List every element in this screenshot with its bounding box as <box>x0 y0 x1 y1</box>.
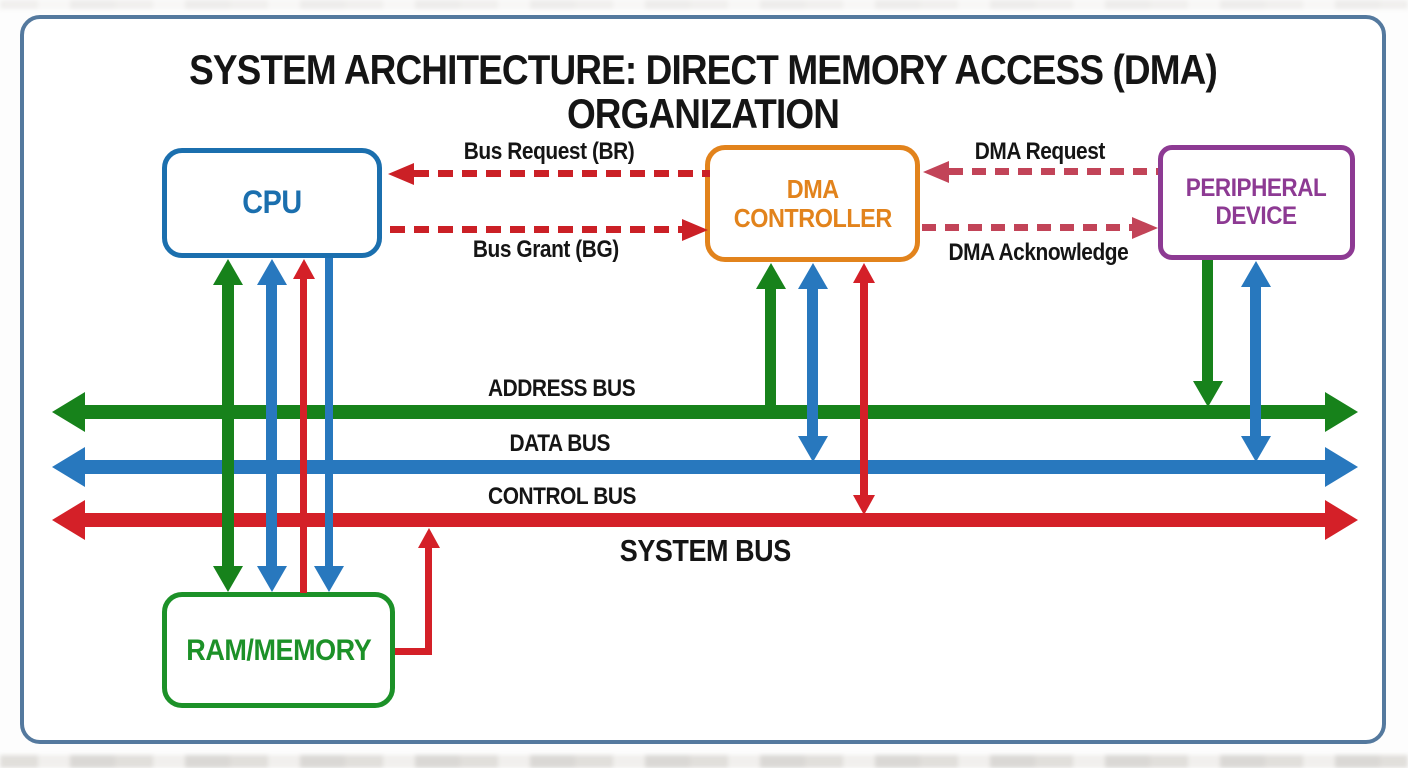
arrowhead-up-icon <box>1240 261 1271 287</box>
cpu-ram-data-line <box>256 259 287 592</box>
arrowhead-down-icon <box>256 566 287 592</box>
address-bus-label: ADDRESS BUS <box>488 375 636 402</box>
ram-memory-node: RAM/MEMORY <box>162 592 395 708</box>
bus-grant-arrow <box>390 218 708 241</box>
dma-request-label: DMA Request <box>974 138 1106 165</box>
arrowhead-down-icon <box>1240 436 1271 462</box>
cpu-ram-data-line-2 <box>314 258 344 592</box>
arrowhead-down-icon <box>797 436 828 462</box>
arrowhead-left-icon <box>52 500 85 540</box>
control-bus-label: CONTROL BUS <box>488 483 636 510</box>
arrowhead-left-icon <box>52 392 85 432</box>
arrowhead-down-icon <box>1192 381 1223 407</box>
arrowhead-left-icon <box>923 160 949 183</box>
top-scan-noise <box>0 0 1408 9</box>
dma-data-line <box>797 263 828 462</box>
control-bus-line <box>52 500 1358 540</box>
arrowhead-up-icon <box>755 263 786 289</box>
address-bus-line <box>52 392 1358 432</box>
peripheral-data-line <box>1240 261 1271 462</box>
arrowhead-right-icon <box>682 218 708 241</box>
dma-address-line <box>755 263 786 412</box>
dma-controller-label: DMA CONTROLLER <box>733 173 892 233</box>
arrowhead-up-icon <box>256 259 287 285</box>
arrowhead-up-icon <box>853 263 875 283</box>
arrowhead-up-icon <box>292 259 315 279</box>
dma-acknowledge-label: DMA Acknowledge <box>948 239 1128 266</box>
peripheral-address-line <box>1192 260 1223 407</box>
bus-request-arrow <box>388 162 710 185</box>
cpu-label: CPU <box>242 184 302 221</box>
peripheral-device-node: PERIPHERAL DEVICE <box>1158 145 1355 260</box>
ram-memory-label: RAM/MEMORY <box>185 633 371 667</box>
arrowhead-down-icon <box>213 566 243 592</box>
bus-grant-label: Bus Grant (BG) <box>473 236 619 263</box>
arrowhead-up-icon <box>417 528 440 548</box>
arrowhead-up-icon <box>213 259 243 285</box>
dma-request-arrow <box>923 160 1158 183</box>
dma-control-line <box>853 263 875 515</box>
peripheral-device-label: PERIPHERAL DEVICE <box>1186 174 1327 230</box>
cpu-ram-control-line <box>292 259 315 593</box>
arrowhead-down-icon <box>853 495 875 515</box>
arrowhead-right-icon <box>1325 447 1358 487</box>
dma-acknowledge-arrow <box>922 216 1158 239</box>
bus-request-label: Bus Request (BR) <box>463 138 635 165</box>
cpu-ram-address-line <box>213 259 243 592</box>
ram-control-elbow-vertical <box>417 528 440 655</box>
cpu-node: CPU <box>162 148 382 258</box>
bottom-scan-noise <box>0 755 1408 768</box>
arrowhead-right-icon <box>1132 216 1158 239</box>
data-bus-label: DATA BUS <box>509 430 611 457</box>
ram-control-elbow-horizontal <box>395 648 432 655</box>
arrowhead-right-icon <box>1325 500 1358 540</box>
page-title: SYSTEM ARCHITECTURE: DIRECT MEMORY ACCES… <box>189 46 1218 137</box>
arrowhead-left-icon <box>388 162 414 185</box>
data-bus-line <box>52 447 1358 487</box>
system-bus-label: SYSTEM BUS <box>619 533 791 568</box>
dma-controller-node: DMA CONTROLLER <box>705 145 920 262</box>
arrowhead-down-icon <box>314 566 344 592</box>
arrowhead-left-icon <box>52 447 85 487</box>
arrowhead-up-icon <box>797 263 828 289</box>
arrowhead-right-icon <box>1325 392 1358 432</box>
